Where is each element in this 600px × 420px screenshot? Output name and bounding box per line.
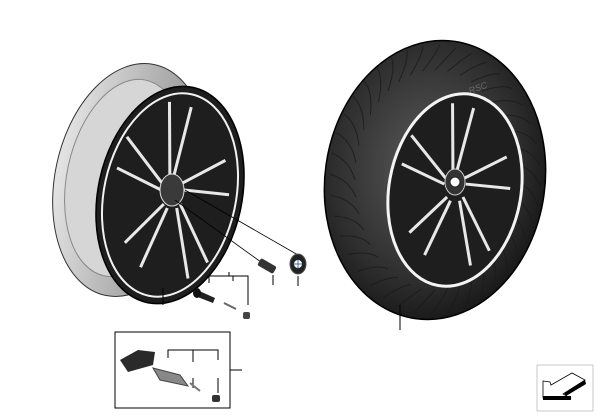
bolt-axis-line [174,199,266,266]
tread-groove [491,100,523,106]
tread-groove [387,57,394,92]
tread-groove [409,45,424,76]
tpms-sensor-kit[interactable] [114,331,231,409]
tread-groove [363,80,372,116]
spoke [401,162,445,186]
tread-groove [343,113,360,147]
spoke [178,203,209,264]
tread-groove [376,67,382,103]
valve[interactable] [193,288,215,303]
wheel-spokes [401,103,511,266]
tread-groove [339,235,371,245]
complete-wheel-with-tire[interactable]: RSC [307,26,564,334]
valve-core[interactable] [223,302,237,310]
spoke [181,159,227,185]
spoke [175,207,190,279]
tread-groove [430,288,448,316]
spoke [461,196,491,252]
spoke [139,207,169,268]
spoke [458,200,472,266]
tread-groove [383,284,411,298]
spoke [125,135,164,185]
tread-groove [347,252,379,259]
tread-groove [369,277,399,287]
tread-groove [357,266,389,272]
tread-groove [481,86,513,92]
valve-cap[interactable] [243,312,250,319]
tread-groove [330,194,360,215]
spoke [172,106,193,176]
tread-groove [434,47,457,71]
spoke [408,195,449,234]
direction-arrow-icon[interactable] [536,364,594,412]
valve-bracket [208,272,249,305]
tread-groove [446,284,461,315]
spoke [423,200,452,256]
spoke [455,107,476,171]
spoke [463,155,508,180]
tread-groove [329,173,357,198]
tread-groove [422,44,440,72]
tread-groove [336,132,357,163]
rim-spokes [116,101,230,279]
tread-groove [333,215,365,231]
spoke [465,182,511,190]
spoke [410,134,447,180]
spoke [182,188,230,197]
wheel-bolt[interactable] [257,258,277,274]
tread-groove [413,289,436,313]
hub-cap-emblem[interactable] [289,253,307,275]
tread-groove [397,288,423,307]
tread-groove [471,73,501,83]
spoke [123,202,165,244]
tread-groove [447,53,472,72]
tread-groove [352,95,365,131]
spoke [116,166,162,192]
tread-groove [459,61,487,76]
tread-groove [331,152,356,181]
light-alloy-rim[interactable] [32,49,263,318]
tread-groove [398,49,408,83]
cap-axis-line [184,189,299,256]
